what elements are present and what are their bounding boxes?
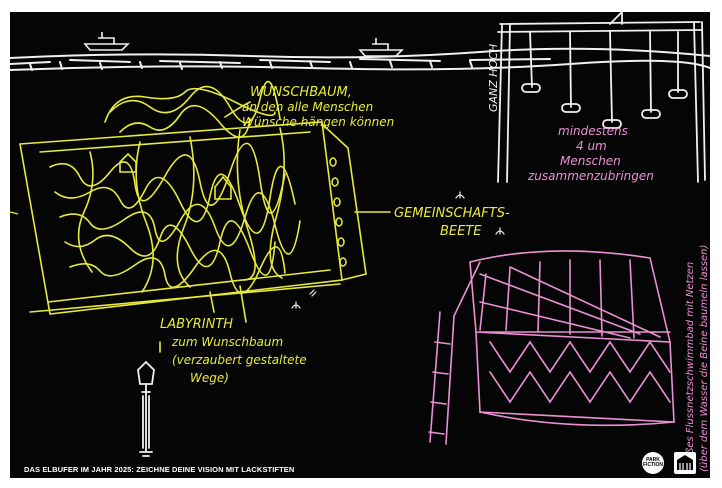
label-pool-note-2: (über dem Wasser die Beine baumeln lasse…: [700, 245, 710, 472]
park-fiction-logo: PARK FICTION: [642, 452, 664, 474]
ship-right: [360, 38, 402, 56]
river-shoreline: [10, 49, 710, 70]
label-labyrinth-line4: Wege): [190, 372, 229, 385]
left-edge-marks: [10, 212, 18, 214]
label-labyrinth: LABYRINTH: [160, 318, 233, 332]
pool-net-structure: [429, 251, 674, 444]
label-wunschbaum: WUNSCHBAUM,: [250, 86, 352, 100]
label-mindestens-line3: Menschen: [560, 155, 621, 168]
footer-caption: DAS ELBUFER IM JAHR 2025: ZEICHNE DEINE …: [24, 465, 294, 474]
lamp-post: [138, 362, 154, 456]
label-labyrinth-line2: zum Wunschbaum: [172, 336, 283, 349]
label-labyrinth-line3: (verzaubert gestaltete: [172, 354, 307, 367]
label-wunschbaum-line3: Wünsche hängen können: [242, 116, 394, 129]
label-mindestens: mindestens: [558, 125, 628, 138]
drawing-sketch: [10, 12, 710, 478]
building-logo-icon: [674, 452, 696, 474]
label-gemeinschafts: GEMEINSCHAFTS-: [394, 207, 510, 221]
ship-left: [85, 32, 128, 50]
label-pool-note: Großes Flussnetzschwimmbad mit Netzen: [686, 262, 697, 472]
drawing-board: WUNSCHBAUM, an den alle Menschen Wünsche…: [10, 12, 710, 478]
label-beete: BEETE: [440, 225, 482, 239]
label-mindestens-line2: 4 um: [576, 140, 607, 153]
label-mindestens-line4: zusammenzubringen: [528, 170, 654, 183]
label-ganz-hoch: GANZ HOCH: [488, 44, 500, 112]
label-wunschbaum-line2: an den alle Menschen: [242, 101, 373, 114]
